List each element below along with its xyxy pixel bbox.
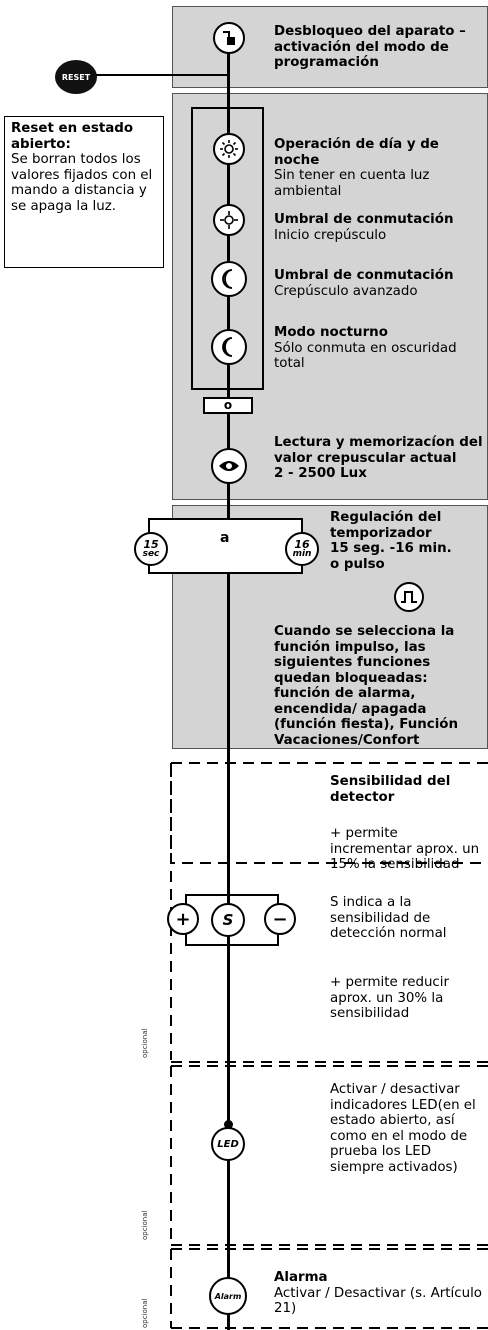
twilight-option-advanced[interactable] — [211, 261, 247, 297]
led-indicator-dot — [224, 1120, 233, 1129]
twilight-option-night[interactable] — [211, 329, 247, 365]
timer-note: Cuando se selecciona la función impulso,… — [274, 624, 459, 748]
teach-title: Lectura y memorizacíon del valor crepusc… — [274, 435, 483, 466]
teach-text: Lectura y memorizacíon del valor crepusc… — [274, 435, 488, 482]
twilight-item-4-desc: Sólo conmuta en oscuridad total — [274, 340, 457, 372]
led-optional-label: opcional — [141, 1210, 149, 1240]
twilight-start-icon — [220, 211, 238, 229]
teach-range: 2 - 2500 Lux — [274, 466, 367, 481]
plus-icon: + — [175, 908, 191, 930]
timer-min-unit: sec — [142, 549, 160, 559]
alarm-title: Alarma — [274, 1270, 328, 1285]
timer-title: Regulación del temporizador — [330, 510, 442, 541]
unlock-title: Desbloqueo del aparato – activación del … — [274, 24, 466, 70]
twilight-item-2: Umbral de conmutación Inicio crepúsculo — [274, 212, 488, 243]
alarm-button[interactable]: Alarm — [209, 1277, 247, 1315]
timer-text: Regulación del temporizador 15 seg. -16 … — [330, 510, 486, 572]
sensitivity-minus-button[interactable]: − — [264, 903, 296, 935]
twilight-item-3-desc: Crepúsculo avanzado — [274, 283, 418, 299]
sensitivity-normal-button[interactable]: S — [211, 903, 245, 937]
alarm-desc: Activar / Desactivar (s. Artículo 21) — [274, 1285, 482, 1317]
twilight-item-3-title: Umbral de conmutación — [274, 268, 454, 283]
timer-max-unit: min — [292, 549, 312, 559]
sensitivity-minus-text: + permite reducir aprox. un 30% la sensi… — [330, 975, 450, 1021]
unlock-icon — [223, 31, 235, 45]
alarm-label: Alarm — [214, 1291, 242, 1301]
twilight-selector-frame — [191, 107, 264, 390]
led-text: Activar / desactivar indicadores LED(en … — [330, 1082, 476, 1175]
teach-button[interactable] — [211, 448, 247, 484]
sun-icon — [220, 140, 238, 158]
reset-body: Se borran todos los valores fijados con … — [11, 152, 153, 214]
main-signal-line — [227, 40, 230, 1330]
sensitivity-title: Sensibilidad del detector — [330, 774, 451, 805]
pulse-button[interactable] — [394, 582, 424, 612]
sensitivity-s-text: S indica a la sensibilidad de detección … — [330, 895, 447, 941]
eye-icon — [219, 461, 239, 471]
timer-marker: a — [220, 530, 230, 546]
reset-button-label: RESET — [61, 72, 91, 82]
twilight-item-4: Modo nocturno Sólo conmuta en oscuridad … — [274, 325, 488, 372]
reset-connector — [96, 74, 229, 76]
timer-pulse: o pulso — [330, 556, 385, 572]
full-moon-night-icon — [222, 337, 233, 357]
alarm-optional-label: opcional — [141, 1298, 149, 1328]
unlock-button[interactable] — [213, 22, 245, 54]
twilight-item-2-desc: Inicio crepúsculo — [274, 227, 387, 243]
pulse-icon — [401, 591, 417, 603]
twilight-item-1-desc: Sin tener en cuenta luz ambiental — [274, 168, 430, 199]
crescent-moon-icon — [222, 269, 233, 289]
twilight-slider-marker: o — [223, 398, 233, 412]
led-label: LED — [217, 1138, 239, 1150]
reset-button[interactable]: RESET — [55, 60, 97, 94]
timer-max-value: 16 — [294, 538, 310, 551]
timer-max-button[interactable]: 16 min — [285, 532, 319, 566]
led-button[interactable]: LED — [211, 1127, 245, 1161]
timer-min-value: 15 — [143, 538, 159, 551]
sensitivity-s-label: S — [222, 911, 234, 929]
twilight-slider[interactable]: o — [203, 397, 253, 414]
sensitivity-plus-button[interactable]: + — [167, 903, 199, 935]
minus-icon: − — [272, 908, 288, 930]
timer-min-button[interactable]: 15 sec — [134, 532, 168, 566]
timer-dial-frame — [148, 518, 303, 574]
twilight-option-day-night[interactable] — [213, 133, 245, 165]
twilight-option-start[interactable] — [213, 204, 245, 236]
reset-info-box: Reset en estado abierto: Se borran todos… — [4, 116, 164, 268]
twilight-item-3: Umbral de conmutación Crepúsculo avanzad… — [274, 268, 488, 299]
sensitivity-plus-text: + permite incrementar aprox. un 15% la s… — [330, 826, 480, 872]
twilight-item-1-title: Operación de día y de noche — [274, 137, 439, 168]
alarm-text: Alarma Activar / Desactivar (s. Artículo… — [274, 1270, 488, 1317]
twilight-item-4-title: Modo nocturno — [274, 325, 388, 340]
twilight-item-2-title: Umbral de conmutación — [274, 212, 454, 227]
reset-heading: Reset en estado abierto: — [11, 121, 134, 152]
twilight-item-1: Operación de día y de noche Sin tener en… — [274, 137, 488, 199]
timer-range: 15 seg. -16 min. — [330, 541, 452, 556]
sensitivity-optional-label: opcional — [141, 1028, 149, 1058]
